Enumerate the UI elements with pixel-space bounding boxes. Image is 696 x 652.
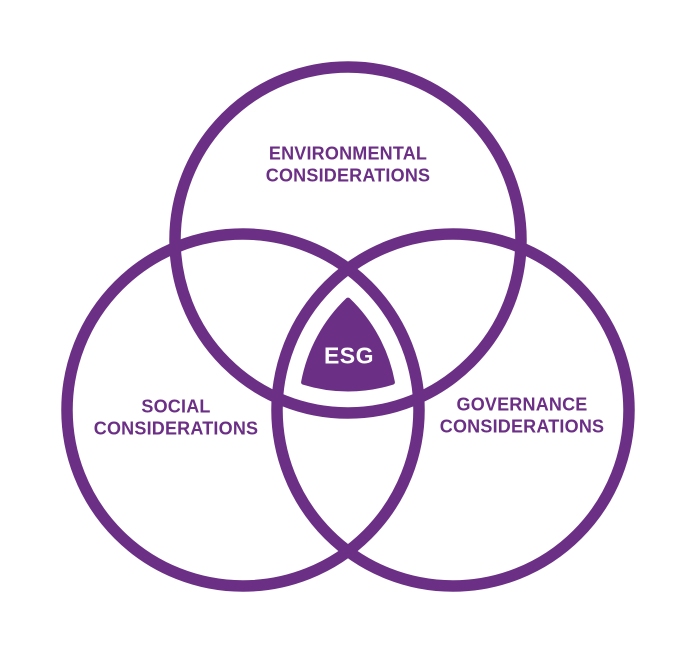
environmental-circle — [169, 61, 527, 419]
esg-center-shape-outline — [301, 297, 395, 392]
social-label-line1: SOCIAL — [141, 396, 211, 417]
environmental-label: ENVIRONMENTAL CONSIDERATIONS — [266, 144, 430, 187]
governance-label-line1: GOVERNANCE — [456, 394, 588, 415]
esg-label: ESG — [323, 342, 375, 369]
governance-label-line2: CONSIDERATIONS — [439, 416, 605, 436]
environmental-label-line2: CONSIDERATIONS — [265, 165, 431, 185]
social-circle — [61, 228, 425, 592]
governance-label: GOVERNANCE CONSIDERATIONS — [440, 395, 604, 438]
esg-center-shape — [303, 300, 393, 389]
environmental-label-line1: ENVIRONMENTAL — [268, 143, 428, 164]
social-label: SOCIAL CONSIDERATIONS — [94, 397, 258, 440]
governance-circle — [271, 228, 635, 592]
social-label-line2: CONSIDERATIONS — [93, 418, 259, 438]
